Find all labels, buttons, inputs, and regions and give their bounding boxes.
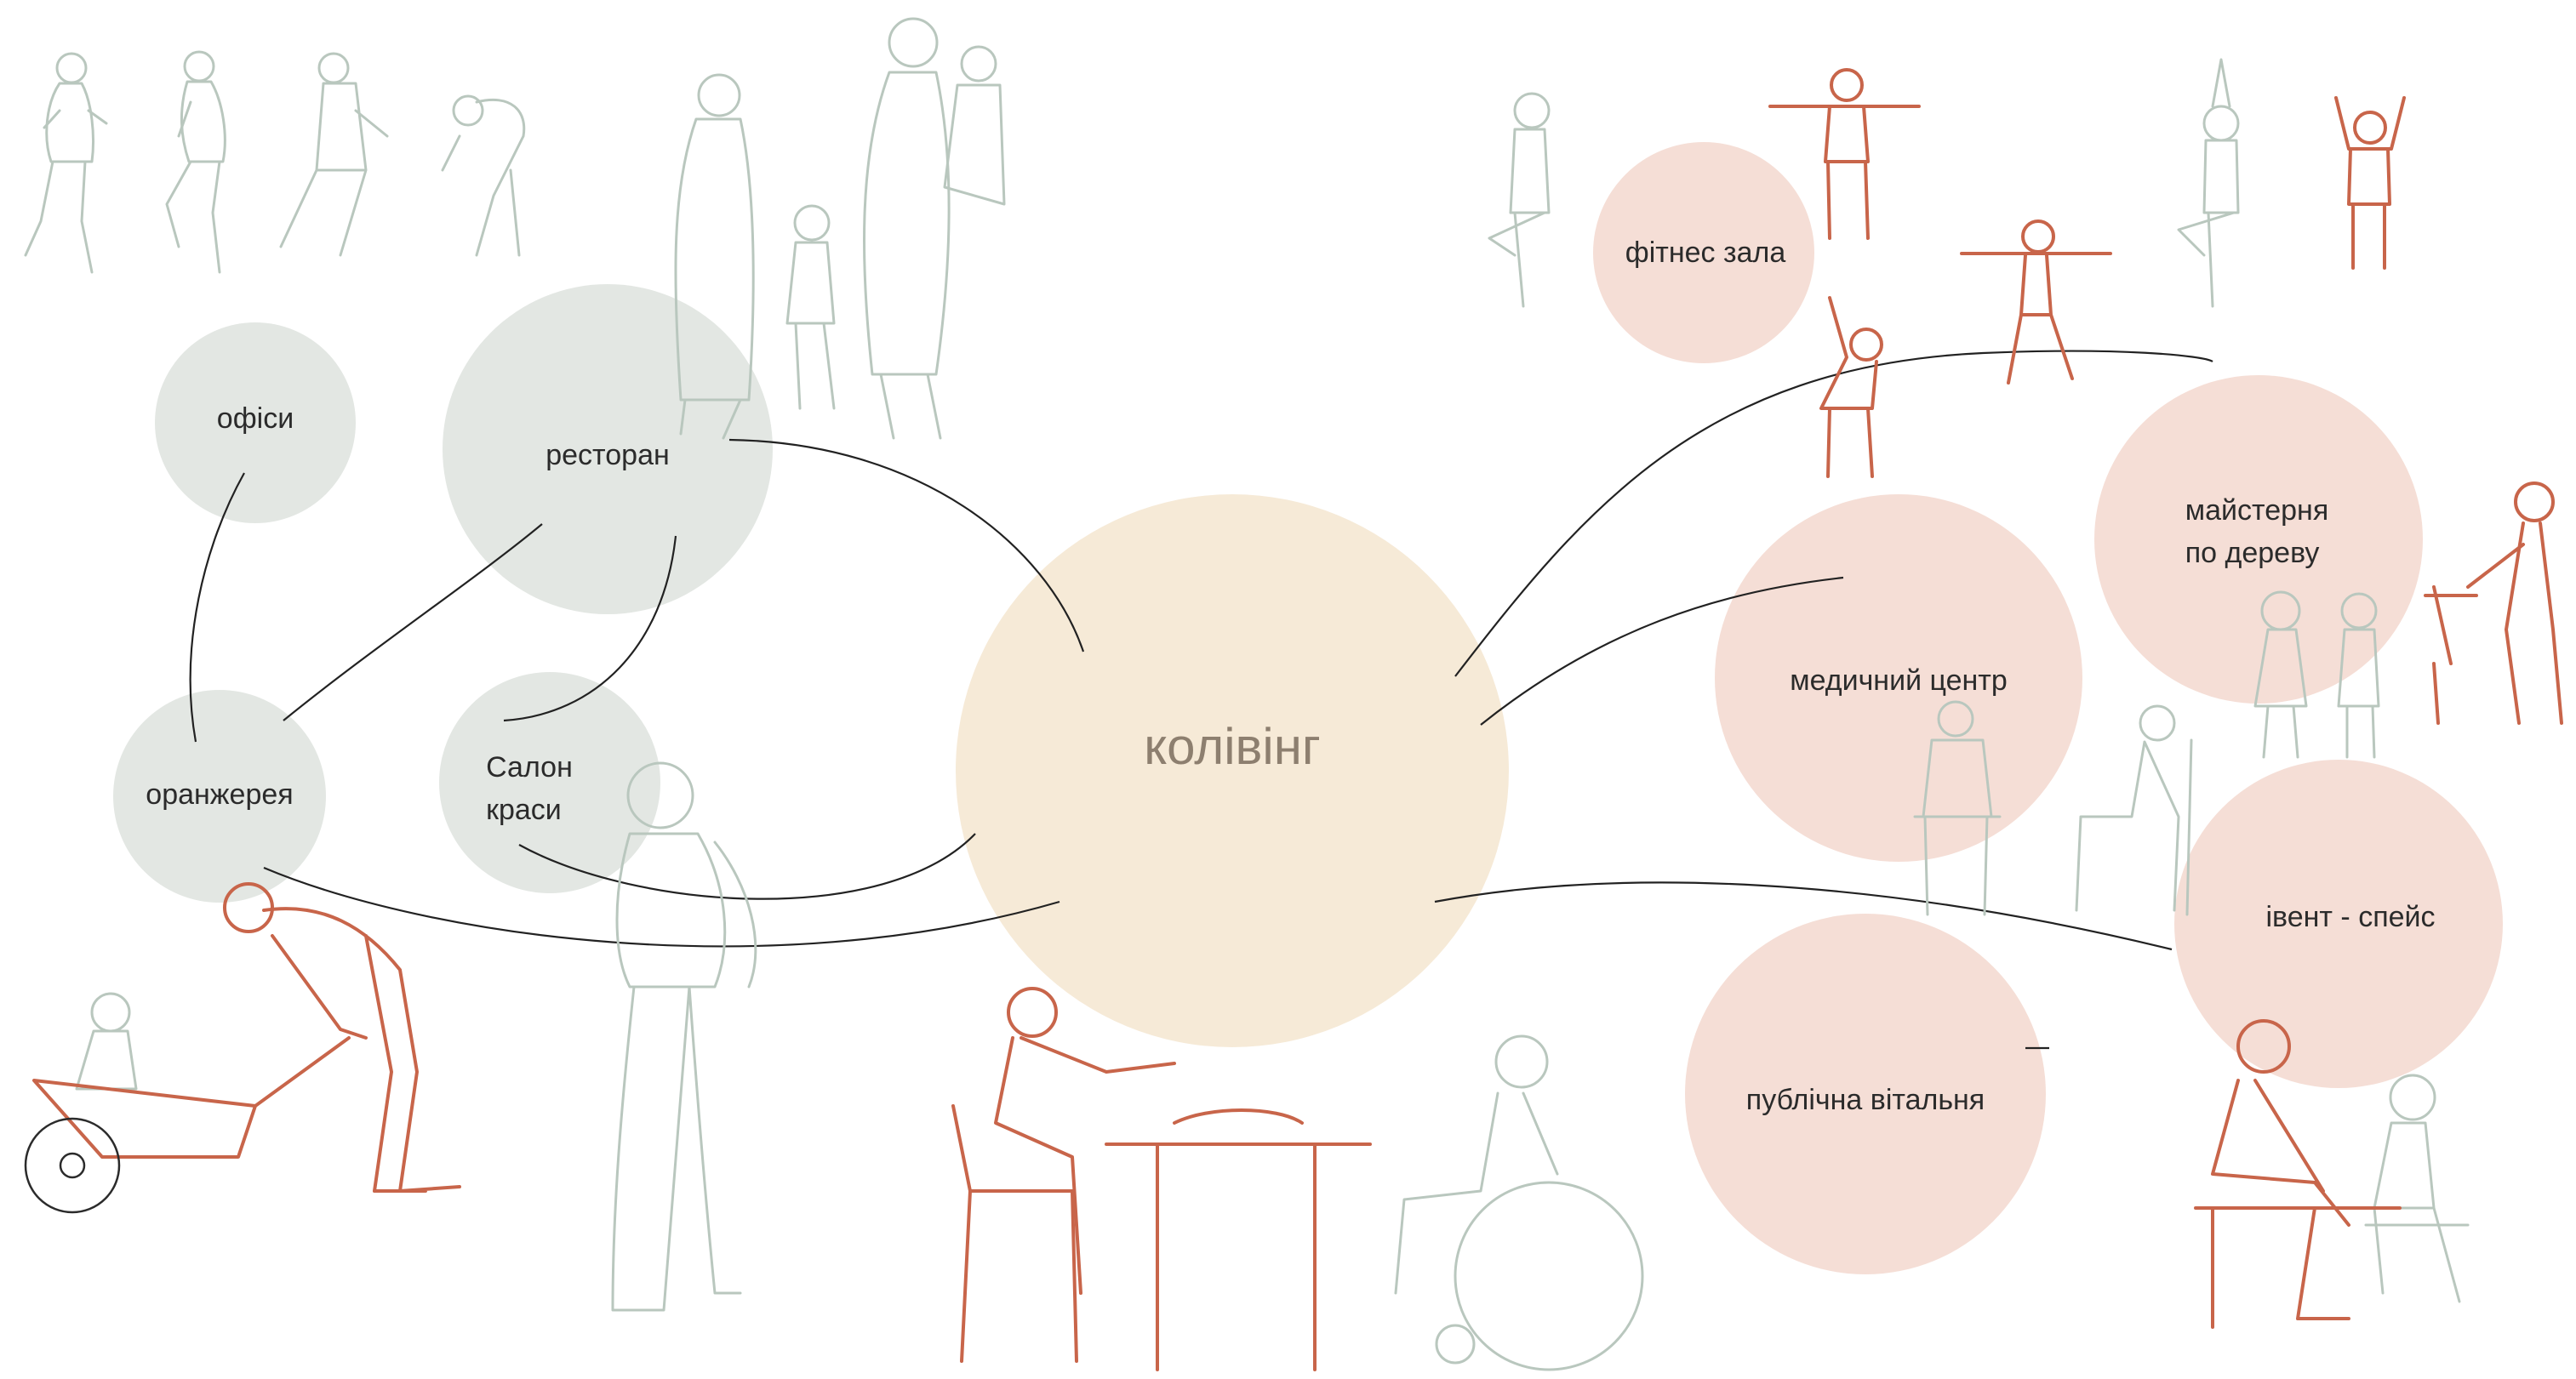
connector-restaurant-salon <box>503 535 677 722</box>
table-figure <box>1105 1108 1372 1371</box>
person-figure-meditating <box>1488 92 1551 308</box>
node-circle-workshop <box>2094 375 2423 704</box>
child-figure-wheelbarrow <box>75 992 138 1091</box>
woman-with-bag-figure <box>611 761 757 1312</box>
node-label-medical: медичний центр <box>1790 664 2008 697</box>
node-label-workshop: майстерня по дереву <box>2185 489 2328 574</box>
node-circle-fitness <box>1593 142 1814 363</box>
connector-greenhouse-restaurant <box>283 523 543 721</box>
person-figure-walking-2 <box>165 50 226 274</box>
fitness-figure-arms-out <box>1768 68 1921 240</box>
connector-greenhouse-center <box>263 866 1060 948</box>
fitness-figure-stretch <box>1819 296 1883 478</box>
seated-man-chair-figure <box>2075 704 2193 916</box>
fitness-figure-weights <box>2334 96 2406 270</box>
node-label-workshop-line1: майстерня <box>2185 494 2329 527</box>
node-label-workshop-line2: по дереву <box>2185 537 2320 569</box>
node-label-salon-line1: Салон <box>486 751 573 784</box>
wheelbarrow-figure <box>24 1036 351 1214</box>
family-figure <box>674 17 1006 440</box>
connector-restaurant-center <box>728 438 1085 652</box>
figures-green <box>24 17 2470 1371</box>
node-label-event: івент - спейс <box>2265 901 2436 933</box>
connectors <box>189 350 2213 1050</box>
connector-center-medical <box>1480 576 1844 726</box>
person-figure-bending-4 <box>441 94 526 257</box>
gardener-figure <box>223 882 461 1193</box>
node-circle-lounge <box>1685 914 2046 1274</box>
wheelchair-user-figure <box>1394 1034 1644 1371</box>
person-figure-walking-1 <box>24 52 108 274</box>
connector-center-fitness-arc <box>1454 350 2213 677</box>
reading-man-chair-figure <box>951 987 1176 1363</box>
node-label-salon: Салон краси <box>486 746 573 831</box>
node-circle-restaurant <box>443 284 773 614</box>
person-figure-yoga <box>2177 58 2240 308</box>
fitness-figure-tpose <box>1960 219 2112 385</box>
node-label-fitness: фітнес зала <box>1625 236 1786 269</box>
connector-offices-greenhouse <box>189 472 245 743</box>
connector-salon-center <box>518 833 976 900</box>
node-circle-event <box>2174 760 2503 1088</box>
seated-woman-chess-figure <box>2364 1074 2470 1303</box>
node-label-restaurant: ресторан <box>545 439 670 471</box>
connector-center-event <box>1434 881 2173 951</box>
chess-player-figure <box>2194 1019 2402 1329</box>
node-label-lounge: публічна вітальня <box>1745 1084 1985 1116</box>
figures-red <box>24 68 2563 1371</box>
node-circle-center <box>956 494 1509 1047</box>
center-label-coliving: колівінг <box>1144 718 1321 775</box>
node-label-offices: офіси <box>216 402 294 435</box>
carpenter-figure <box>2424 482 2563 725</box>
children-figures <box>2253 590 2380 759</box>
node-circle-offices <box>155 322 356 523</box>
node-circle-medical <box>1715 494 2082 862</box>
person-figure-sitting-3 <box>279 52 389 257</box>
seated-doctor-figure <box>1913 700 2002 916</box>
node-label-salon-line2: краси <box>486 794 562 826</box>
node-circle-salon <box>439 672 660 893</box>
node-label-greenhouse: оранжерея <box>146 778 294 811</box>
node-circle-greenhouse <box>113 690 326 903</box>
